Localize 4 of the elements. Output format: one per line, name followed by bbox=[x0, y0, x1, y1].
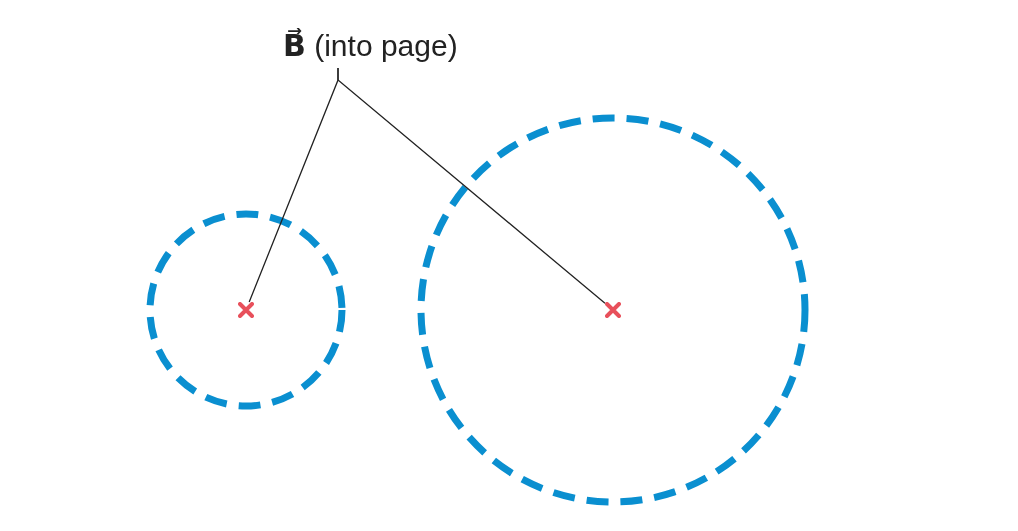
center-mark-icon bbox=[605, 302, 621, 318]
leader-line bbox=[337, 67, 606, 304]
center-mark-icon bbox=[238, 302, 254, 318]
field-label: B⃗ (into page) bbox=[283, 28, 458, 68]
